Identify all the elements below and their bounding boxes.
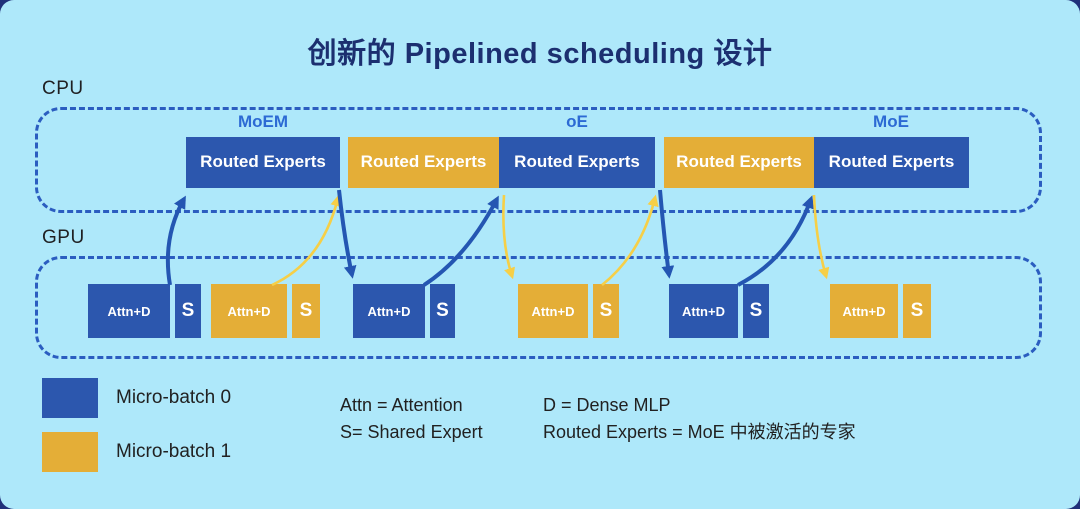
attn-d-block: Attn+D	[88, 284, 170, 338]
definition-attn: Attn = Attention	[340, 395, 463, 415]
routed-experts-block-2: Routed Experts	[348, 137, 499, 188]
gpu-cluster-5: Attn+D S	[669, 284, 769, 338]
shared-expert-block: S	[430, 284, 455, 338]
legend-item-micro-batch-0: Micro-batch 0	[42, 378, 231, 418]
gpu-cluster-1: Attn+D S	[88, 284, 201, 338]
gpu-cluster-4: Attn+D S	[518, 284, 619, 338]
attn-d-block: Attn+D	[518, 284, 588, 338]
shared-expert-block: S	[743, 284, 769, 338]
micro-batch-1-swatch	[42, 432, 98, 472]
definition-routed-experts: Routed Experts = MoE 中被激活的专家	[543, 422, 856, 442]
definitions-column-1: Attn = Attention S= Shared Expert	[340, 392, 483, 446]
micro-batch-0-swatch	[42, 378, 98, 418]
cpu-lane-label: CPU	[42, 78, 84, 99]
gpu-cluster-3: Attn+D S	[353, 284, 455, 338]
definition-s: S= Shared Expert	[340, 422, 483, 442]
gpu-cluster-2: Attn+D S	[211, 284, 320, 338]
legend-label: Micro-batch 0	[116, 387, 232, 408]
shared-expert-block: S	[292, 284, 320, 338]
cpu-tag-moem: MoEM	[237, 112, 289, 131]
cpu-tag-moe: MoE	[873, 112, 909, 131]
shared-expert-block: S	[593, 284, 619, 338]
definitions-column-2: D = Dense MLP Routed Experts = MoE 中被激活的…	[543, 392, 856, 446]
cpu-tag-oe: oE	[566, 112, 588, 131]
page-title: 创新的 Pipelined scheduling 设计	[307, 38, 773, 70]
shared-expert-block: S	[903, 284, 931, 338]
attn-d-block: Attn+D	[211, 284, 287, 338]
routed-experts-block-5: Routed Experts	[814, 137, 969, 188]
gpu-lane-container	[35, 256, 1042, 359]
gpu-cluster-6: Attn+D S	[830, 284, 931, 338]
routed-experts-block-3: Routed Experts	[499, 137, 655, 188]
cpu-lane-container	[35, 107, 1042, 213]
attn-d-block: Attn+D	[669, 284, 738, 338]
shared-expert-block: S	[175, 284, 201, 338]
attn-d-block: Attn+D	[353, 284, 425, 338]
legend-label: Micro-batch 1	[116, 441, 232, 462]
legend-item-micro-batch-1: Micro-batch 1	[42, 432, 231, 472]
gpu-lane-label: GPU	[42, 227, 85, 248]
attn-d-block: Attn+D	[830, 284, 898, 338]
routed-experts-block-4: Routed Experts	[664, 137, 814, 188]
routed-experts-block-1: Routed Experts	[186, 137, 340, 188]
definition-d: D = Dense MLP	[543, 395, 671, 415]
